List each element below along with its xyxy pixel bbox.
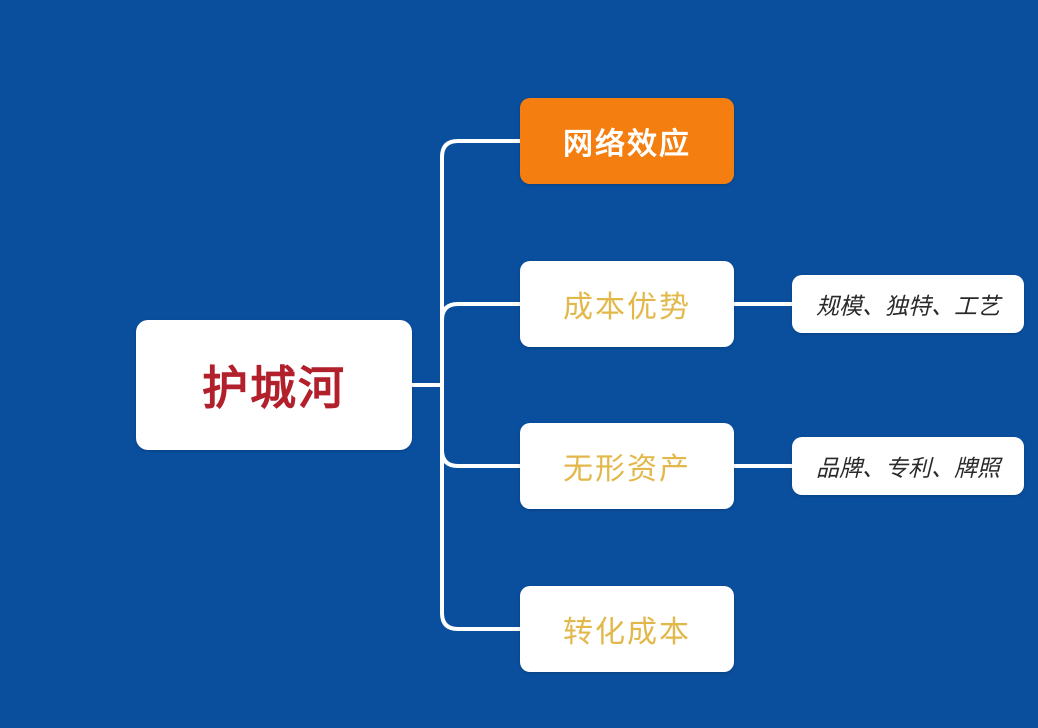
branch-node-network-effect[interactable]: 网络效应: [520, 98, 734, 184]
connector-branch-1: [440, 139, 522, 159]
leaf-node-label: 品牌、专利、牌照: [816, 456, 1000, 482]
branch-node-label: 网络效应: [563, 127, 691, 162]
branch-node-cost-advantage[interactable]: 成本优势: [520, 261, 734, 347]
branch-node-label: 成本优势: [563, 290, 691, 325]
leaf-node-cost-advantage-detail[interactable]: 规模、独特、工艺: [792, 275, 1024, 333]
branch-node-label: 无形资产: [563, 452, 691, 487]
connector-branch-4: [440, 611, 522, 631]
branch-node-intangible-assets[interactable]: 无形资产: [520, 423, 734, 509]
branch-node-switching-cost[interactable]: 转化成本: [520, 586, 734, 672]
branch-node-label: 转化成本: [563, 615, 691, 650]
connector-branch-3: [440, 448, 522, 468]
leaf-node-intangible-assets-detail[interactable]: 品牌、专利、牌照: [792, 437, 1024, 495]
root-node[interactable]: 护城河: [136, 320, 412, 450]
connector-branch-2: [440, 302, 522, 322]
root-node-label: 护城河: [202, 361, 346, 415]
leaf-node-label: 规模、独特、工艺: [816, 294, 1000, 320]
